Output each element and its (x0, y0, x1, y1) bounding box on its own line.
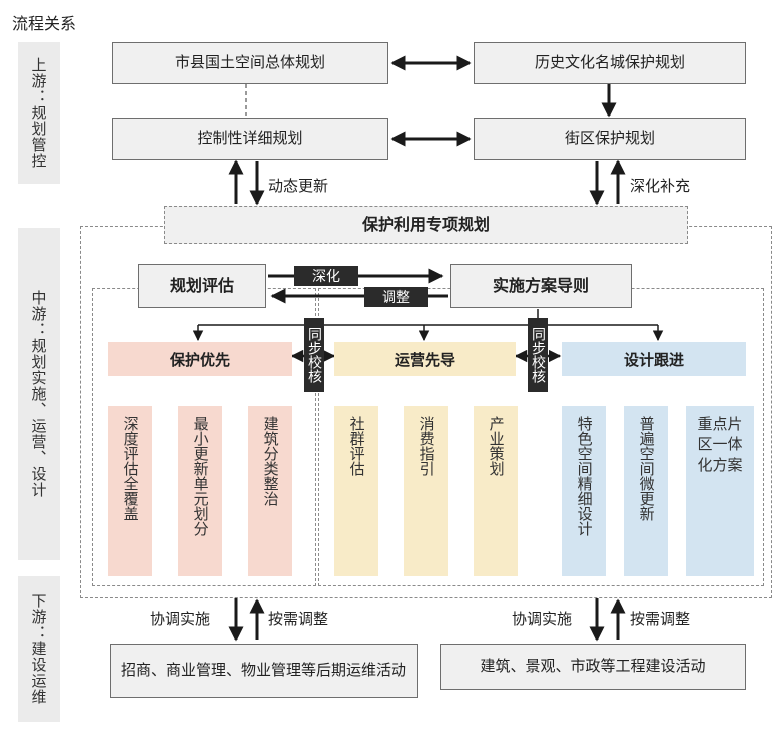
protection-item: 最小更新单元划分 (178, 406, 222, 576)
side-label-upstream: 上游：规划管控 (18, 42, 60, 184)
sync-review-label-2: 同步校核 (528, 318, 548, 392)
design-item-line: 重点片 (697, 415, 743, 433)
protection-item: 深度评估全覆盖 (108, 406, 152, 576)
construction-box: 建筑、景观、市政等工程建设活动 (440, 644, 746, 690)
category-design: 设计跟进 (562, 342, 746, 376)
coordinate-label-left: 协调实施 (150, 610, 211, 628)
adjust-label-left: 按需调整 (268, 610, 329, 628)
category-protection: 保护优先 (108, 342, 292, 376)
side-label-midstream: 中游：规划实施、运营、设计 (18, 228, 60, 560)
category-operation: 运营先导 (334, 342, 516, 376)
coordinate-label-right: 协调实施 (512, 610, 573, 628)
operation-item: 社群评估 (334, 406, 378, 576)
block-plan-box: 街区保护规划 (474, 118, 746, 160)
city-plan-box: 市县国土空间总体规划 (112, 42, 388, 84)
design-item-line: 化方案 (697, 455, 743, 474)
heritage-plan-box: 历史文化名城保护规划 (474, 42, 746, 84)
guideline-box: 实施方案导则 (450, 264, 632, 308)
adjust-label-right: 按需调整 (630, 610, 691, 628)
sync-review-label-1: 同步校核 (304, 318, 324, 392)
design-item-multi: 重点片 区一体 化方案 (686, 406, 754, 576)
design-item-line: 区一体 (697, 435, 743, 454)
operation-item: 产业策划 (474, 406, 518, 576)
deepen-supplement-label: 深化补充 (630, 177, 691, 195)
detailed-plan-box: 控制性详细规划 (112, 118, 388, 160)
deepen-label: 深化 (294, 266, 358, 286)
design-item: 普遍空间微更新 (624, 406, 668, 576)
operations-box: 招商、商业管理、物业管理等后期运维活动 (110, 644, 418, 698)
operation-item: 消费指引 (404, 406, 448, 576)
dynamic-update-label: 动态更新 (268, 177, 329, 195)
protection-item: 建筑分类整治 (248, 406, 292, 576)
design-item: 特色空间精细设计 (562, 406, 606, 576)
page-title: 流程关系 (12, 14, 77, 33)
side-label-downstream: 下游：建设运维 (18, 576, 60, 722)
adjust-label: 调整 (364, 287, 428, 307)
special-plan-box: 保护利用专项规划 (361, 214, 490, 234)
special-plan-container (164, 206, 688, 244)
evaluation-box: 规划评估 (138, 264, 266, 308)
